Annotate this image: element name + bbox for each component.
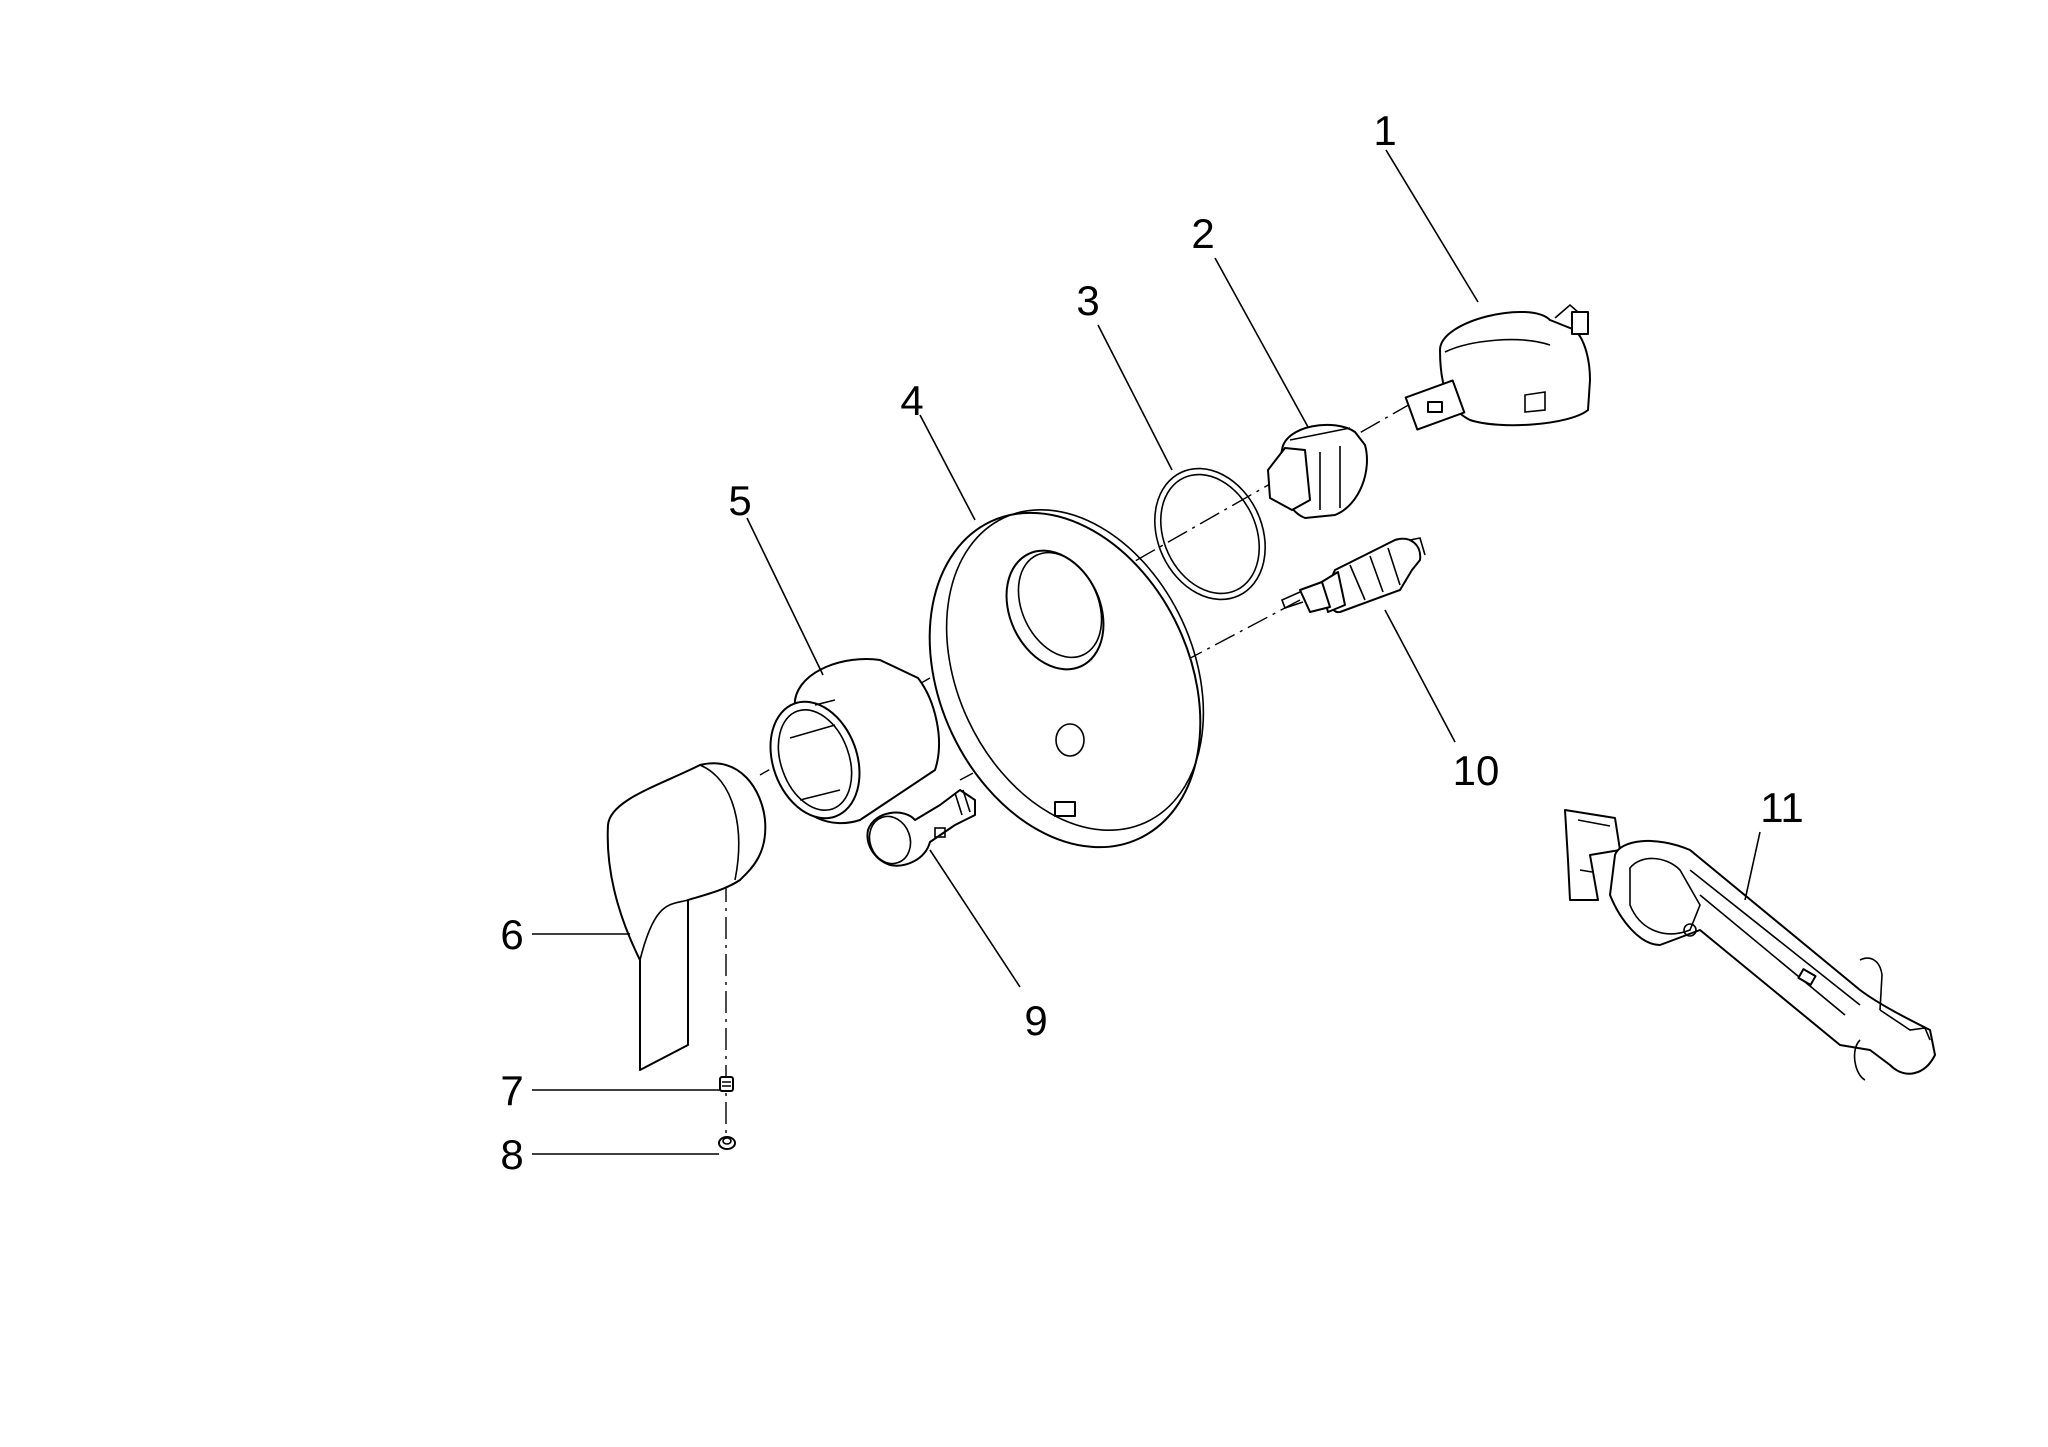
part-2-nut [1267, 423, 1368, 519]
callout-7: 7 [500, 1067, 523, 1114]
leader-5 [746, 517, 824, 676]
leader-1 [1385, 149, 1479, 303]
part-10-diverter [1280, 537, 1426, 614]
part-4-escutcheon [928, 508, 1205, 849]
leader-4 [919, 414, 976, 521]
part-6-lever [606, 762, 767, 1071]
callout-8: 8 [500, 1131, 523, 1178]
callout-2: 2 [1191, 210, 1214, 257]
callout-1: 1 [1373, 107, 1396, 154]
callout-4: 4 [900, 377, 923, 424]
part-3-o-ring [1154, 467, 1266, 601]
callout-11: 11 [1760, 784, 1804, 831]
part-5-sleeve [769, 658, 940, 825]
leader-11 [1744, 831, 1761, 901]
callout-5: 5 [728, 477, 751, 524]
leader-3 [1097, 324, 1173, 471]
callout-10: 10 [1453, 747, 1500, 794]
part-8-cap [718, 1136, 736, 1150]
callout-9: 9 [1024, 997, 1047, 1044]
part-9-knob [866, 789, 976, 867]
leader-2 [1214, 257, 1309, 428]
part-11-tool [1564, 809, 1936, 1081]
callout-6: 6 [500, 911, 523, 958]
leader-9 [929, 849, 1021, 988]
leader-10 [1384, 609, 1456, 743]
callout-3: 3 [1076, 277, 1099, 324]
part-1-cartridge [1404, 303, 1591, 431]
part-7-screw [719, 1076, 734, 1092]
leader-lines [532, 149, 1761, 1155]
callout-labels: 1 2 3 4 5 6 7 8 9 10 11 [500, 107, 1803, 1178]
